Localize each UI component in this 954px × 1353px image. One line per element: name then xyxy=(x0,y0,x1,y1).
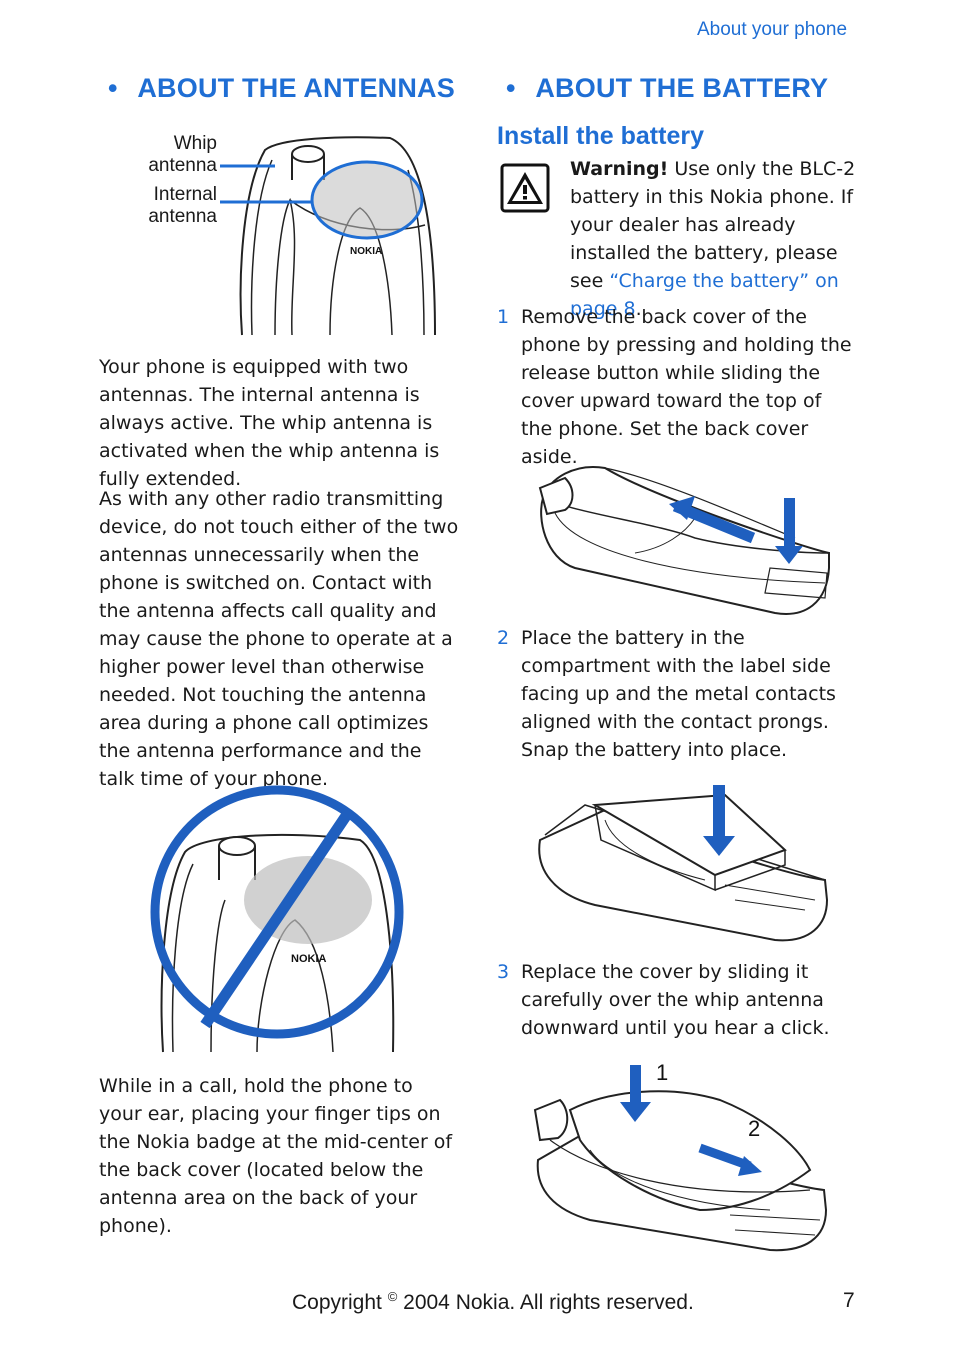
internal-label-line1: Internal xyxy=(153,184,217,205)
step-text: Place the battery in the compartment wit… xyxy=(521,627,836,761)
whip-label-line1: Whip xyxy=(173,133,217,154)
step-2: 2 Place the battery in the compartment w… xyxy=(497,624,857,764)
page-number: 7 xyxy=(843,1289,855,1312)
step-text: Remove the back cover of the phone by pr… xyxy=(521,306,852,468)
antenna-paragraph-1: Your phone is equipped with two antennas… xyxy=(99,356,440,490)
replace-cover-illustration: 1 2 xyxy=(533,1060,828,1252)
warning-block: Warning! Use only the BLC-2 battery in t… xyxy=(570,158,856,320)
copyright-symbol: © xyxy=(387,1289,398,1304)
step-number: 1 xyxy=(497,306,510,328)
step-mark-2: 2 xyxy=(748,1116,760,1141)
charge-battery-link[interactable]: “Charge the battery” on page 8 xyxy=(570,270,839,320)
antenna-paragraph-2: As with any other radio transmitting dev… xyxy=(99,488,459,790)
step-mark-1: 1 xyxy=(656,1060,668,1085)
whip-label-line2: antenna xyxy=(148,155,217,176)
heading-bullet: • xyxy=(506,73,516,103)
antenna-paragraph-3: While in a call, hold the phone to your … xyxy=(99,1075,453,1237)
section-heading-battery: • ABOUT THE BATTERY xyxy=(506,73,828,104)
insert-battery-illustration xyxy=(538,785,829,942)
heading-text: ABOUT THE BATTERY xyxy=(535,73,829,103)
internal-antenna-label: Internal antenna xyxy=(120,184,217,228)
whip-antenna-label: Whip antenna xyxy=(120,133,217,177)
warning-icon xyxy=(500,163,550,213)
nokia-badge-text-2: NOKIA xyxy=(291,953,327,965)
step-number: 2 xyxy=(497,627,510,649)
nokia-badge-text: NOKIA xyxy=(350,246,382,257)
warning-label: Warning! xyxy=(570,158,669,180)
install-battery-subheading: Install the battery xyxy=(497,122,704,150)
step-number: 3 xyxy=(497,961,510,983)
step-text: Replace the cover by sliding it carefull… xyxy=(521,961,830,1039)
phone-antenna-illustration: NOKIA xyxy=(220,136,436,336)
remove-cover-illustration xyxy=(538,466,830,615)
copyright-footer: Copyright © 2004 Nokia. All rights reser… xyxy=(292,1289,694,1314)
do-not-touch-antenna-illustration: NOKIA xyxy=(150,785,404,1053)
heading-text: ABOUT THE ANTENNAS xyxy=(137,73,455,103)
step-3: 3 Replace the cover by sliding it carefu… xyxy=(497,958,857,1048)
heading-bullet: • xyxy=(108,73,118,103)
step-1: 1 Remove the back cover of the phone by … xyxy=(497,303,857,468)
running-head: About your phone xyxy=(697,19,848,40)
section-heading-antennas: • ABOUT THE ANTENNAS xyxy=(108,73,455,104)
internal-label-line2: antenna xyxy=(148,206,217,227)
warning-text: Use only the BLC-2 battery in this Nokia… xyxy=(570,158,856,292)
